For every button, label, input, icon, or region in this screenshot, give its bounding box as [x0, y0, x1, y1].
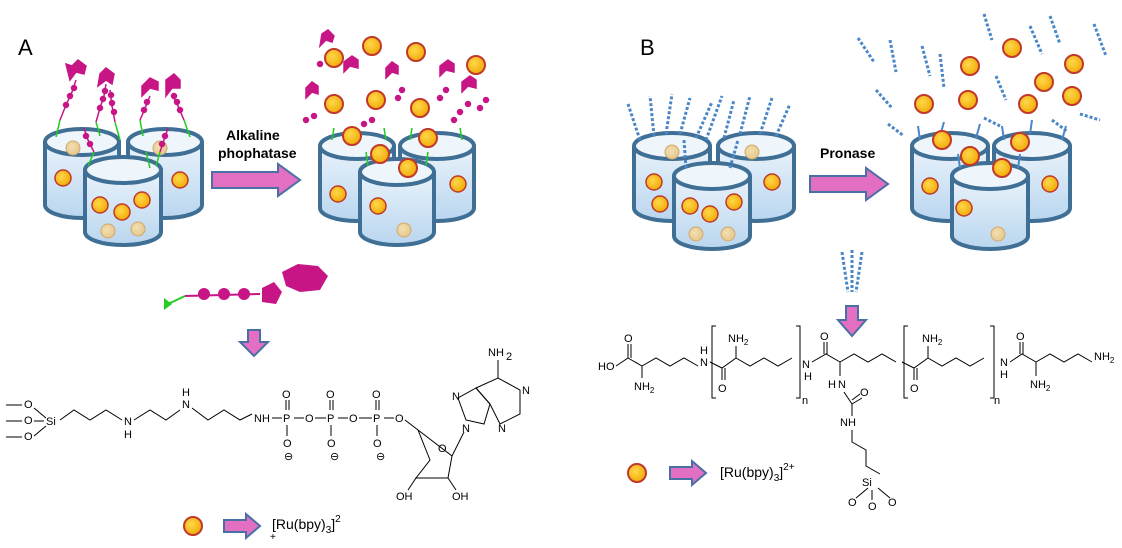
chem-b-h-urea: H — [828, 379, 836, 391]
chem-a-o1: O — [24, 399, 33, 411]
chem-a-minus3: ⊖ — [376, 451, 385, 463]
legend-b-text: [Ru(bpy)3]2+ — [720, 462, 795, 484]
chem-b-n2: N — [802, 359, 810, 371]
atp-caps-a — [55, 119, 191, 169]
arrow-b — [809, 166, 890, 202]
chem-b-h2: H — [804, 371, 812, 383]
down-arrow-a — [237, 329, 271, 358]
chem-a-p2: P — [327, 413, 334, 425]
chem-b-nh2-3: NH2 — [922, 333, 943, 347]
chem-a-nc: N — [522, 385, 530, 397]
legend-a-plus: + — [270, 532, 276, 543]
chem-b-o3: O — [910, 383, 919, 395]
chemical-structure-a: O O O Si N H N H NH P O O ⊖ O P O O ⊖ O … — [6, 347, 530, 503]
chem-a-minus2: ⊖ — [330, 451, 339, 463]
legend-b: [Ru(bpy)3]2+ — [627, 458, 795, 488]
chem-b-oacid: O — [624, 333, 633, 345]
chem-b-n1: N — [700, 357, 708, 369]
chem-b-nh2-1: NH2 — [634, 381, 655, 395]
chem-b-osi3: O — [888, 497, 897, 509]
chem-b-nh2-5: NH2 — [1094, 351, 1115, 365]
legend-b-arrow — [669, 458, 708, 488]
particles-inside-b-open — [921, 175, 1059, 242]
chem-a-p3: P — [373, 413, 380, 425]
legend-a-text: [Ru(bpy)3]2 — [272, 514, 341, 536]
chem-a-si: Si — [46, 416, 56, 428]
chem-a-n2: N — [182, 399, 190, 411]
chem-a-obr1: O — [305, 413, 314, 425]
chem-a-odbl2: O — [326, 389, 335, 401]
chem-a-oh2: OH — [452, 491, 469, 503]
legend-a-arrow — [223, 511, 262, 541]
chem-a-odbl3: O — [372, 389, 381, 401]
chem-b-nh2-4: NH2 — [1030, 379, 1051, 393]
chem-a-nhp: NH — [254, 413, 270, 425]
pores-a-capped — [43, 59, 204, 247]
chem-b-si: Si — [862, 477, 872, 489]
legend-a-particle — [183, 516, 203, 536]
arrow-a — [211, 162, 302, 198]
down-arrow-b — [835, 305, 869, 338]
chem-b-nh2-2: NH2 — [728, 333, 749, 347]
atp-chains-a — [59, 59, 185, 153]
legend-b-particle — [627, 463, 647, 483]
chem-a-h2: H — [182, 387, 190, 399]
chem-b-ho: HO — [598, 361, 615, 373]
chem-a-nh2-sub: 2 — [506, 351, 512, 363]
chem-a-o3: O — [24, 431, 33, 443]
chem-b-n-urea: N — [838, 379, 846, 391]
helix-caps-b — [626, 93, 792, 169]
chem-a-o2: O — [24, 415, 33, 427]
chem-a-p1: P — [283, 413, 290, 425]
chem-b-o1: O — [718, 383, 727, 395]
chem-a-obr3: O — [395, 413, 404, 425]
chem-a-nb: N — [452, 391, 460, 403]
chem-a-nd: N — [498, 423, 506, 435]
particles-inside-a-open — [329, 175, 467, 238]
chem-a-nh1-n: N — [124, 416, 132, 428]
helix-icon — [840, 250, 864, 293]
panel-b-label: B — [640, 35, 655, 60]
chem-b-osi2: O — [868, 501, 877, 513]
released-helices-b — [856, 13, 1108, 138]
chem-a-nh2: NH — [488, 347, 504, 359]
chem-b-h1: H — [700, 345, 708, 357]
chem-b-nh-urea: NH — [840, 417, 856, 429]
panel-a-label: A — [18, 35, 33, 60]
chem-a-minus1: ⊖ — [284, 451, 293, 463]
arrow-a-label-line2: phophatase — [218, 145, 297, 161]
atp-cap-icon — [164, 264, 328, 310]
chem-a-nh1-h: H — [124, 429, 132, 441]
green-stubs-a — [331, 127, 463, 167]
chem-a-oneg3: O — [373, 438, 382, 450]
chem-b-osi1: O — [848, 497, 857, 509]
chem-a-oneg2: O — [327, 438, 336, 450]
chem-b-o2: O — [820, 331, 829, 343]
chem-a-oh1: OH — [396, 491, 413, 503]
chemical-structure-b: HO O NH2 H N NH2 O n N H O H N O NH Si — [598, 325, 1115, 513]
released-particles-b — [914, 38, 1084, 178]
chem-a-oneg1: O — [283, 438, 292, 450]
pores-b-capped — [626, 93, 796, 251]
legend-a: [Ru(bpy)3]2 + — [183, 511, 341, 543]
pores-a-open — [318, 127, 476, 247]
chem-b-o-urea: O — [860, 387, 869, 399]
released-particles-a — [324, 36, 486, 178]
particles-inside-a — [54, 140, 189, 239]
chem-a-odbl1: O — [282, 389, 291, 401]
arrow-b-label: Pronase — [820, 145, 875, 161]
chem-b-n3: N — [1000, 357, 1008, 369]
chem-a-na: N — [462, 423, 470, 435]
chem-b-o4: O — [1016, 331, 1025, 343]
chem-a-obr2: O — [349, 413, 358, 425]
chem-b-n-bracket: n — [802, 395, 808, 407]
chem-b-n-bracket2: n — [994, 395, 1000, 407]
chem-b-h3: H — [1000, 369, 1008, 381]
chem-a-oring: O — [438, 443, 447, 455]
arrow-a-label-line1: Alkaline — [226, 127, 280, 143]
particles-inside-b — [645, 144, 781, 242]
released-fragments-a — [302, 29, 490, 128]
